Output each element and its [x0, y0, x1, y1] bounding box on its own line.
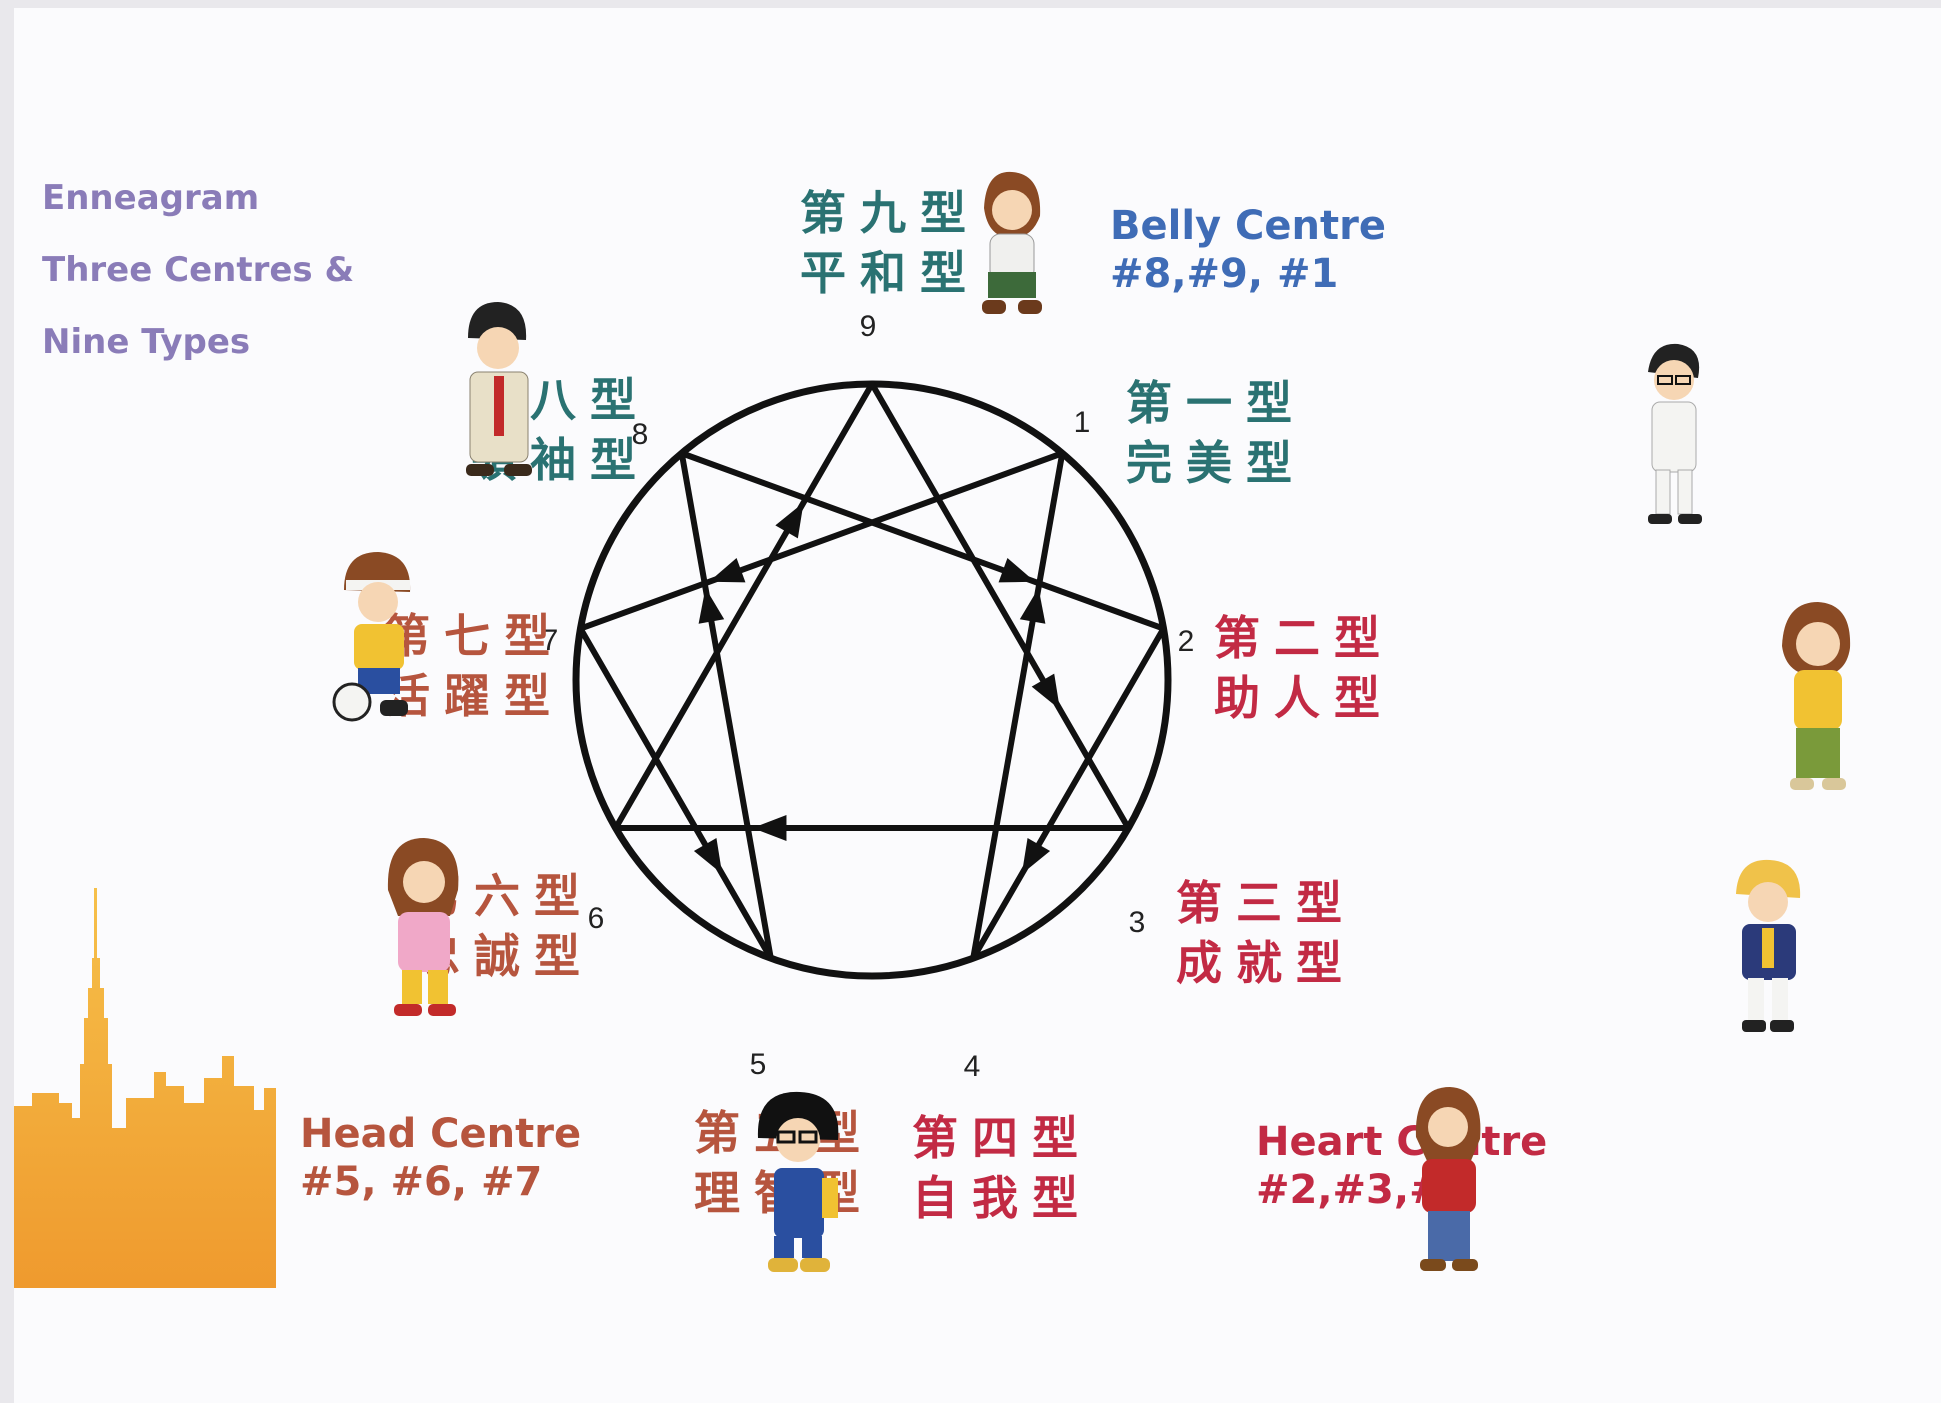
point-number-4: 4: [963, 1050, 981, 1083]
type-6-character-illustration: [387, 838, 459, 1016]
arrowhead-7-to-5: [693, 838, 723, 875]
type-7-name: 活躍型: [384, 669, 564, 723]
line-1-4: [970, 450, 1066, 962]
point-number-6: 6: [587, 902, 605, 935]
type-8-character-illustration: [466, 302, 532, 476]
type-4-name: 自我型: [912, 1171, 1092, 1225]
arrowhead-6-to-9: [775, 502, 804, 539]
point-number-2: 2: [1177, 625, 1195, 658]
sidebar-title-line2: Three Centres &: [42, 250, 355, 290]
sidebar-title-line3: Nine Types: [42, 322, 251, 362]
arrowhead-2-to-4: [1021, 838, 1051, 875]
arrowhead-8-to-2: [998, 557, 1035, 583]
belly-centre-label: Belly Centre #8,#9, #1: [1110, 202, 1386, 298]
line-7-1: [577, 450, 1066, 632]
type-7-character-illustration: [332, 552, 411, 722]
belly-centre-members: #8,#9, #1: [1110, 251, 1339, 297]
type-4-label: 第四型 自我型: [912, 1108, 1092, 1228]
type-1-character-illustration: [1648, 343, 1702, 524]
type-5-character-illustration: [757, 1091, 839, 1272]
type-1-label: 第一型 完美型: [1126, 373, 1306, 493]
type-3-character-illustration: [1736, 859, 1801, 1032]
type-7-number-name: 第七型: [384, 609, 564, 663]
enneagram-circle: [572, 380, 1172, 980]
type-4-number-name: 第四型: [912, 1111, 1092, 1165]
type-3-number-name: 第三型: [1176, 876, 1356, 930]
type-3-label: 第三型 成就型: [1176, 873, 1356, 993]
type-2-character-illustration: [1782, 602, 1851, 790]
enneagram-diagram: [572, 380, 1172, 980]
head-centre-members: #5, #6, #7: [300, 1159, 543, 1205]
type-2-name: 助人型: [1214, 671, 1394, 725]
line-5-7: [577, 625, 774, 962]
type-2-number-name: 第二型: [1214, 611, 1394, 665]
type-9-label: 第九型 平和型: [800, 183, 980, 303]
type-3-name: 成就型: [1176, 936, 1356, 990]
line-9-3: [869, 381, 1132, 831]
type-9-name: 平和型: [800, 246, 980, 300]
arrowhead-3-to-6: [752, 815, 787, 841]
city-skyline-illustration: [14, 888, 276, 1288]
head-centre-label: Head Centre #5, #6, #7: [300, 1110, 581, 1206]
point-number-9: 9: [859, 310, 877, 343]
enneagram-card: Enneagram Three Centres & Nine Types 1 2…: [14, 8, 1941, 1403]
arrowhead-4-to-1: [1019, 587, 1046, 624]
type-2-label: 第二型 助人型: [1214, 608, 1394, 728]
type-1-number-name: 第一型: [1126, 376, 1306, 430]
line-6-9: [612, 381, 875, 831]
belly-centre-title: Belly Centre: [1110, 203, 1386, 249]
point-number-3: 3: [1128, 906, 1146, 939]
type-1-name: 完美型: [1126, 436, 1306, 490]
type-4-character-illustration: [1415, 1087, 1481, 1271]
arrowhead-5-to-8: [698, 587, 725, 624]
type-9-character-illustration: [982, 171, 1042, 314]
point-number-1: 1: [1073, 406, 1091, 439]
point-number-5: 5: [749, 1048, 767, 1081]
type-9-number-name: 第九型: [800, 186, 980, 240]
point-number-7: 7: [541, 624, 559, 657]
sidebar-title-line1: Enneagram: [42, 178, 260, 218]
point-number-8: 8: [631, 418, 649, 451]
head-centre-title: Head Centre: [300, 1111, 582, 1157]
arrowhead-1-to-7: [709, 557, 746, 583]
line-4-2: [970, 625, 1167, 962]
type-7-label: 第七型 活躍型: [384, 606, 564, 726]
line-8-5: [678, 450, 774, 962]
line-2-8: [678, 450, 1167, 632]
heart-centre-title: Heart Centre: [1256, 1119, 1548, 1165]
arrowhead-9-to-3: [1031, 673, 1060, 710]
